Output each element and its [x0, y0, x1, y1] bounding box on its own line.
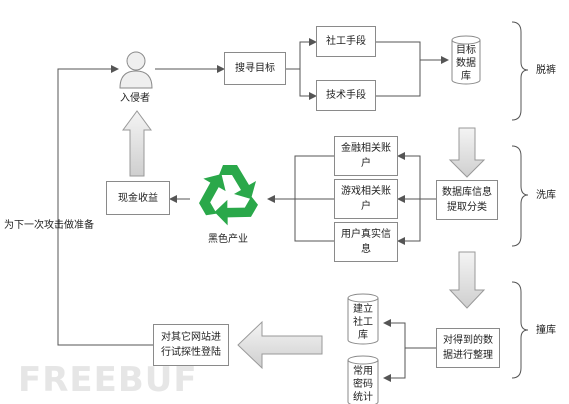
- arrow-to-social: [299, 38, 317, 69]
- social-db-cylinder: [347, 293, 379, 345]
- game-acct-label: 游戏相关账 户: [341, 186, 391, 212]
- freebuf-watermark: FREEBUF: [18, 360, 198, 400]
- cash-out-label: 现金收益: [118, 192, 158, 204]
- social-eng-label: 社工手段: [326, 36, 366, 47]
- brace-stuff: [511, 281, 529, 379]
- arrow-to-finance: [397, 152, 421, 199]
- try-other-sites-box: 对其它网站进 行试探性登陆: [153, 324, 229, 366]
- db-extract-box: 数据库信息 提取分类: [436, 180, 498, 220]
- search-target-box: 搜寻目标: [224, 52, 286, 85]
- tech-means-label: 技术手段: [326, 90, 366, 101]
- arrow-to-pwd-stats: [383, 348, 406, 382]
- search-target-label: 搜寻目标: [235, 63, 275, 74]
- pwd-stats-cylinder: [347, 355, 379, 404]
- game-acct-box: 游戏相关账 户: [334, 179, 398, 219]
- arrow-tech-db: [375, 60, 421, 97]
- next-attack-label: 为下一次攻击做准备: [4, 220, 94, 231]
- cash-out-box: 现金收益: [106, 181, 170, 215]
- intruder-label: 入侵者: [120, 93, 150, 104]
- finance-acct-label: 金融相关账 户: [341, 143, 391, 169]
- brace-drag: [511, 21, 529, 121]
- black-industry-label: 黑色产业: [208, 234, 248, 245]
- target-db-label: 目标 数据 库: [456, 45, 476, 82]
- arrow-to-tech: [299, 69, 317, 100]
- real-info-box: 用户真实信 息: [334, 222, 398, 262]
- brace-wash: [511, 145, 529, 247]
- arrow-down-extract-organize: [448, 251, 486, 309]
- arrow-down-db-extract: [448, 127, 486, 178]
- phase-stuff-label: 撞库: [536, 325, 556, 336]
- pwd-stats-label: 常用 密码 统计: [353, 366, 373, 403]
- arrow-left-to-try: [237, 320, 323, 370]
- tech-means-box: 技术手段: [316, 80, 376, 111]
- arrow-social-db: [375, 41, 449, 64]
- arrow-to-realinfo: [397, 199, 421, 245]
- db-extract-label: 数据库信息 提取分类: [442, 187, 492, 213]
- social-eng-box: 社工手段: [316, 26, 376, 57]
- social-db-label: 建立 社工 库: [353, 304, 373, 341]
- real-info-label: 用户真实信 息: [341, 229, 391, 255]
- arrow-up-cash-intruder: [122, 110, 152, 177]
- try-other-sites-label: 对其它网站进 行试探性登陆: [161, 332, 221, 358]
- target-db-cylinder: [451, 35, 481, 85]
- finance-acct-box: 金融相关账 户: [334, 136, 398, 176]
- phase-wash-label: 洗库: [536, 190, 556, 201]
- arrow-to-social-db: [383, 319, 406, 348]
- phase-drag-label: 脱裤: [536, 65, 556, 76]
- organize-data-label: 对得到的数 据进行整理: [443, 335, 493, 361]
- intruder-icon: [119, 51, 153, 89]
- recycle-icon: [199, 165, 258, 226]
- organize-data-box: 对得到的数 据进行整理: [436, 328, 500, 368]
- arrow-loop-back: [57, 65, 153, 346]
